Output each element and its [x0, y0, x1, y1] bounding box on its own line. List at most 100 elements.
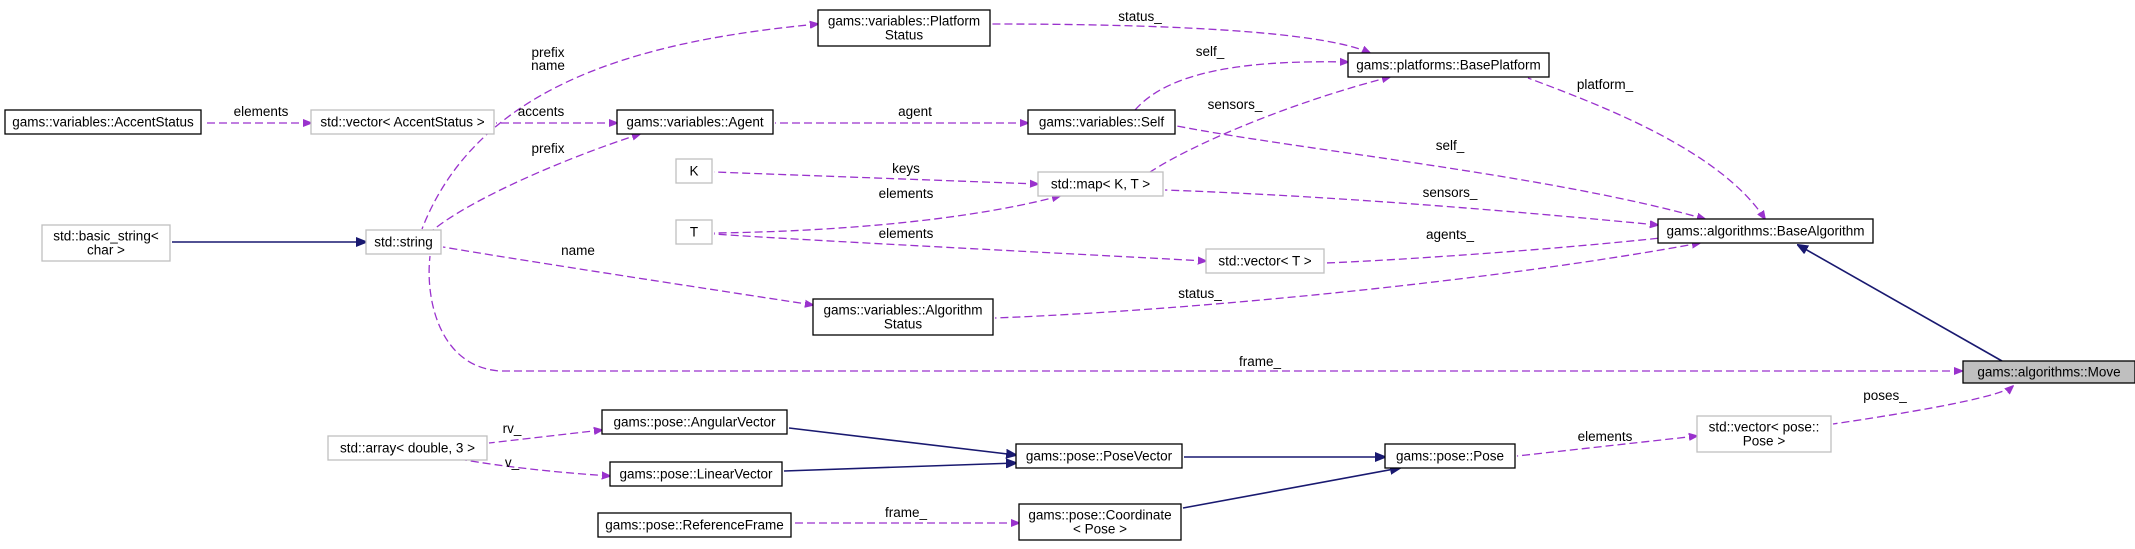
usage-edge-array-angular [488, 430, 602, 444]
edge-label-string-platstatus-1: name [531, 58, 565, 73]
usage-edge-string-platstatus [421, 24, 818, 230]
class-node-vect[interactable]: std::vector< T > [1205, 248, 1325, 274]
class-label-t: T [690, 225, 698, 240]
class-box-pose[interactable] [1384, 443, 1516, 469]
usage-edge-map-baseplat [1149, 77, 1390, 173]
edge-label-self-basealg: self_ [1436, 138, 1465, 153]
class-node-array[interactable]: std::array< double, 3 > [327, 435, 488, 461]
class-label-vect: std::vector< T > [1218, 254, 1311, 269]
class-label-coordinate-1: < Pose > [1073, 522, 1127, 537]
class-node-move[interactable]: gams::algorithms::Move [1962, 360, 2135, 384]
class-label-algstatus: gams::variables::Algorithm [823, 303, 982, 318]
usage-edge-string-agent [432, 134, 640, 231]
class-box-basealg[interactable] [1657, 218, 1874, 244]
inheritance-edge-basealg-move [1798, 245, 2003, 362]
nodes-layer: gams::algorithms::Move gams::algorithms::… [4, 9, 2135, 541]
class-node-vecaccent[interactable]: std::vector< AccentStatus > [310, 109, 495, 135]
class-box-coordinate[interactable] [1018, 503, 1182, 541]
edge-label-refframe-coordinate: frame_ [885, 505, 928, 520]
class-label-k: K [689, 164, 698, 179]
class-node-string[interactable]: std::string [365, 229, 442, 255]
class-node-self[interactable]: gams::variables::Self [1027, 109, 1176, 135]
class-label-posevector: gams::pose::PoseVector [1026, 449, 1173, 464]
class-box-string[interactable] [365, 229, 442, 255]
class-box-angular[interactable] [601, 409, 788, 435]
class-label-agent: gams::variables::Agent [626, 115, 764, 130]
edge-label-array-linear: v_ [505, 455, 520, 470]
class-label-pose: gams::pose::Pose [1396, 449, 1504, 464]
usage-edge-baseplat-basealg [1527, 77, 1765, 219]
class-box-map[interactable] [1037, 171, 1164, 197]
class-node-linear[interactable]: gams::pose::LinearVector [609, 461, 783, 487]
edge-label-vecpose-move: poses_ [1863, 388, 1907, 403]
class-label-move: gams::algorithms::Move [1977, 365, 2120, 380]
edge-label-string-algstatus: name [561, 243, 595, 258]
class-node-agent[interactable]: gams::variables::Agent [616, 109, 774, 135]
inheritance-edge-linear-posevector [783, 463, 1016, 472]
class-node-angular[interactable]: gams::pose::AngularVector [601, 409, 788, 435]
class-node-basealg[interactable]: gams::algorithms::BaseAlgorithm [1657, 218, 1874, 244]
class-label-coordinate: gams::pose::Coordinate [1028, 508, 1171, 523]
class-node-posevector[interactable]: gams::pose::PoseVector [1015, 443, 1183, 469]
class-label-platstatus-1: Status [885, 28, 924, 43]
class-box-move[interactable] [1962, 360, 2135, 384]
class-node-baseplat[interactable]: gams::platforms::BasePlatform [1347, 52, 1550, 78]
class-node-map[interactable]: std::map< K, T > [1037, 171, 1164, 197]
class-label-map: std::map< K, T > [1051, 177, 1150, 192]
class-node-basicstring[interactable]: std::basic_string<char > [41, 224, 171, 262]
usage-edge-string-algstatus [442, 246, 813, 305]
edge-label-map-basealg: sensors_ [1423, 185, 1478, 200]
usage-edge-algstatus-basealg [994, 243, 1700, 319]
class-label-accent: gams::variables::AccentStatus [12, 115, 194, 130]
class-box-self[interactable] [1027, 109, 1176, 135]
class-box-linear[interactable] [609, 461, 783, 487]
usage-edge-vecpose-move [1832, 386, 2013, 425]
class-node-pose[interactable]: gams::pose::Pose [1384, 443, 1516, 469]
class-node-t[interactable]: T [675, 219, 713, 245]
class-label-refframe: gams::pose::ReferenceFrame [605, 518, 784, 533]
class-label-vecpose: std::vector< pose:: [1709, 420, 1820, 435]
class-label-angular: gams::pose::AngularVector [613, 415, 776, 430]
class-box-baseplat[interactable] [1347, 52, 1550, 78]
edge-label-pose-vecpose: elements [1578, 429, 1633, 444]
inheritance-edge-angular-posevector [788, 427, 1016, 455]
class-label-basicstring: std::basic_string< [53, 229, 159, 244]
class-box-t[interactable] [675, 219, 713, 245]
class-box-basicstring[interactable] [41, 224, 171, 262]
class-label-string: std::string [374, 235, 433, 250]
class-node-accent[interactable]: gams::variables::AccentStatus [4, 109, 202, 135]
class-box-posevector[interactable] [1015, 443, 1183, 469]
class-label-vecpose-1: Pose > [1743, 434, 1786, 449]
class-label-platstatus: gams::variables::Platform [828, 14, 980, 29]
class-label-array: std::array< double, 3 > [340, 441, 475, 456]
class-node-k[interactable]: K [675, 158, 713, 184]
class-box-k[interactable] [675, 158, 713, 184]
class-box-accent[interactable] [4, 109, 202, 135]
usage-edge-platstatus-baseplat [991, 23, 1370, 53]
class-node-vecpose[interactable]: std::vector< pose::Pose > [1696, 415, 1832, 453]
edge-label-string-agent: prefix [531, 141, 564, 156]
class-box-vecpose[interactable] [1696, 415, 1832, 453]
class-box-array[interactable] [327, 435, 488, 461]
class-node-refframe[interactable]: gams::pose::ReferenceFrame [597, 512, 792, 538]
class-box-vect[interactable] [1205, 248, 1325, 274]
class-box-refframe[interactable] [597, 512, 792, 538]
edge-label-string-platstatus: prefix [531, 45, 564, 60]
class-label-self: gams::variables::Self [1039, 115, 1165, 130]
class-node-coordinate[interactable]: gams::pose::Coordinate< Pose > [1018, 503, 1182, 541]
class-box-platstatus[interactable] [817, 9, 991, 47]
class-box-agent[interactable] [616, 109, 774, 135]
edge-label-baseplat-basealg: platform_ [1577, 77, 1634, 92]
class-box-vecaccent[interactable] [310, 109, 495, 135]
edge-label-map-baseplat: sensors_ [1208, 97, 1263, 112]
edge-label-t-map: elements [879, 186, 934, 201]
class-box-algstatus[interactable] [812, 298, 994, 336]
class-label-baseplat: gams::platforms::BasePlatform [1356, 58, 1541, 73]
usage-edge-map-basealg [1164, 189, 1658, 225]
edge-label-array-angular: rv_ [503, 421, 522, 436]
usage-edge-t-map [713, 196, 1060, 234]
edge-labels-layer: frame_poses_elementsplatform_self_sensor… [234, 9, 1908, 520]
